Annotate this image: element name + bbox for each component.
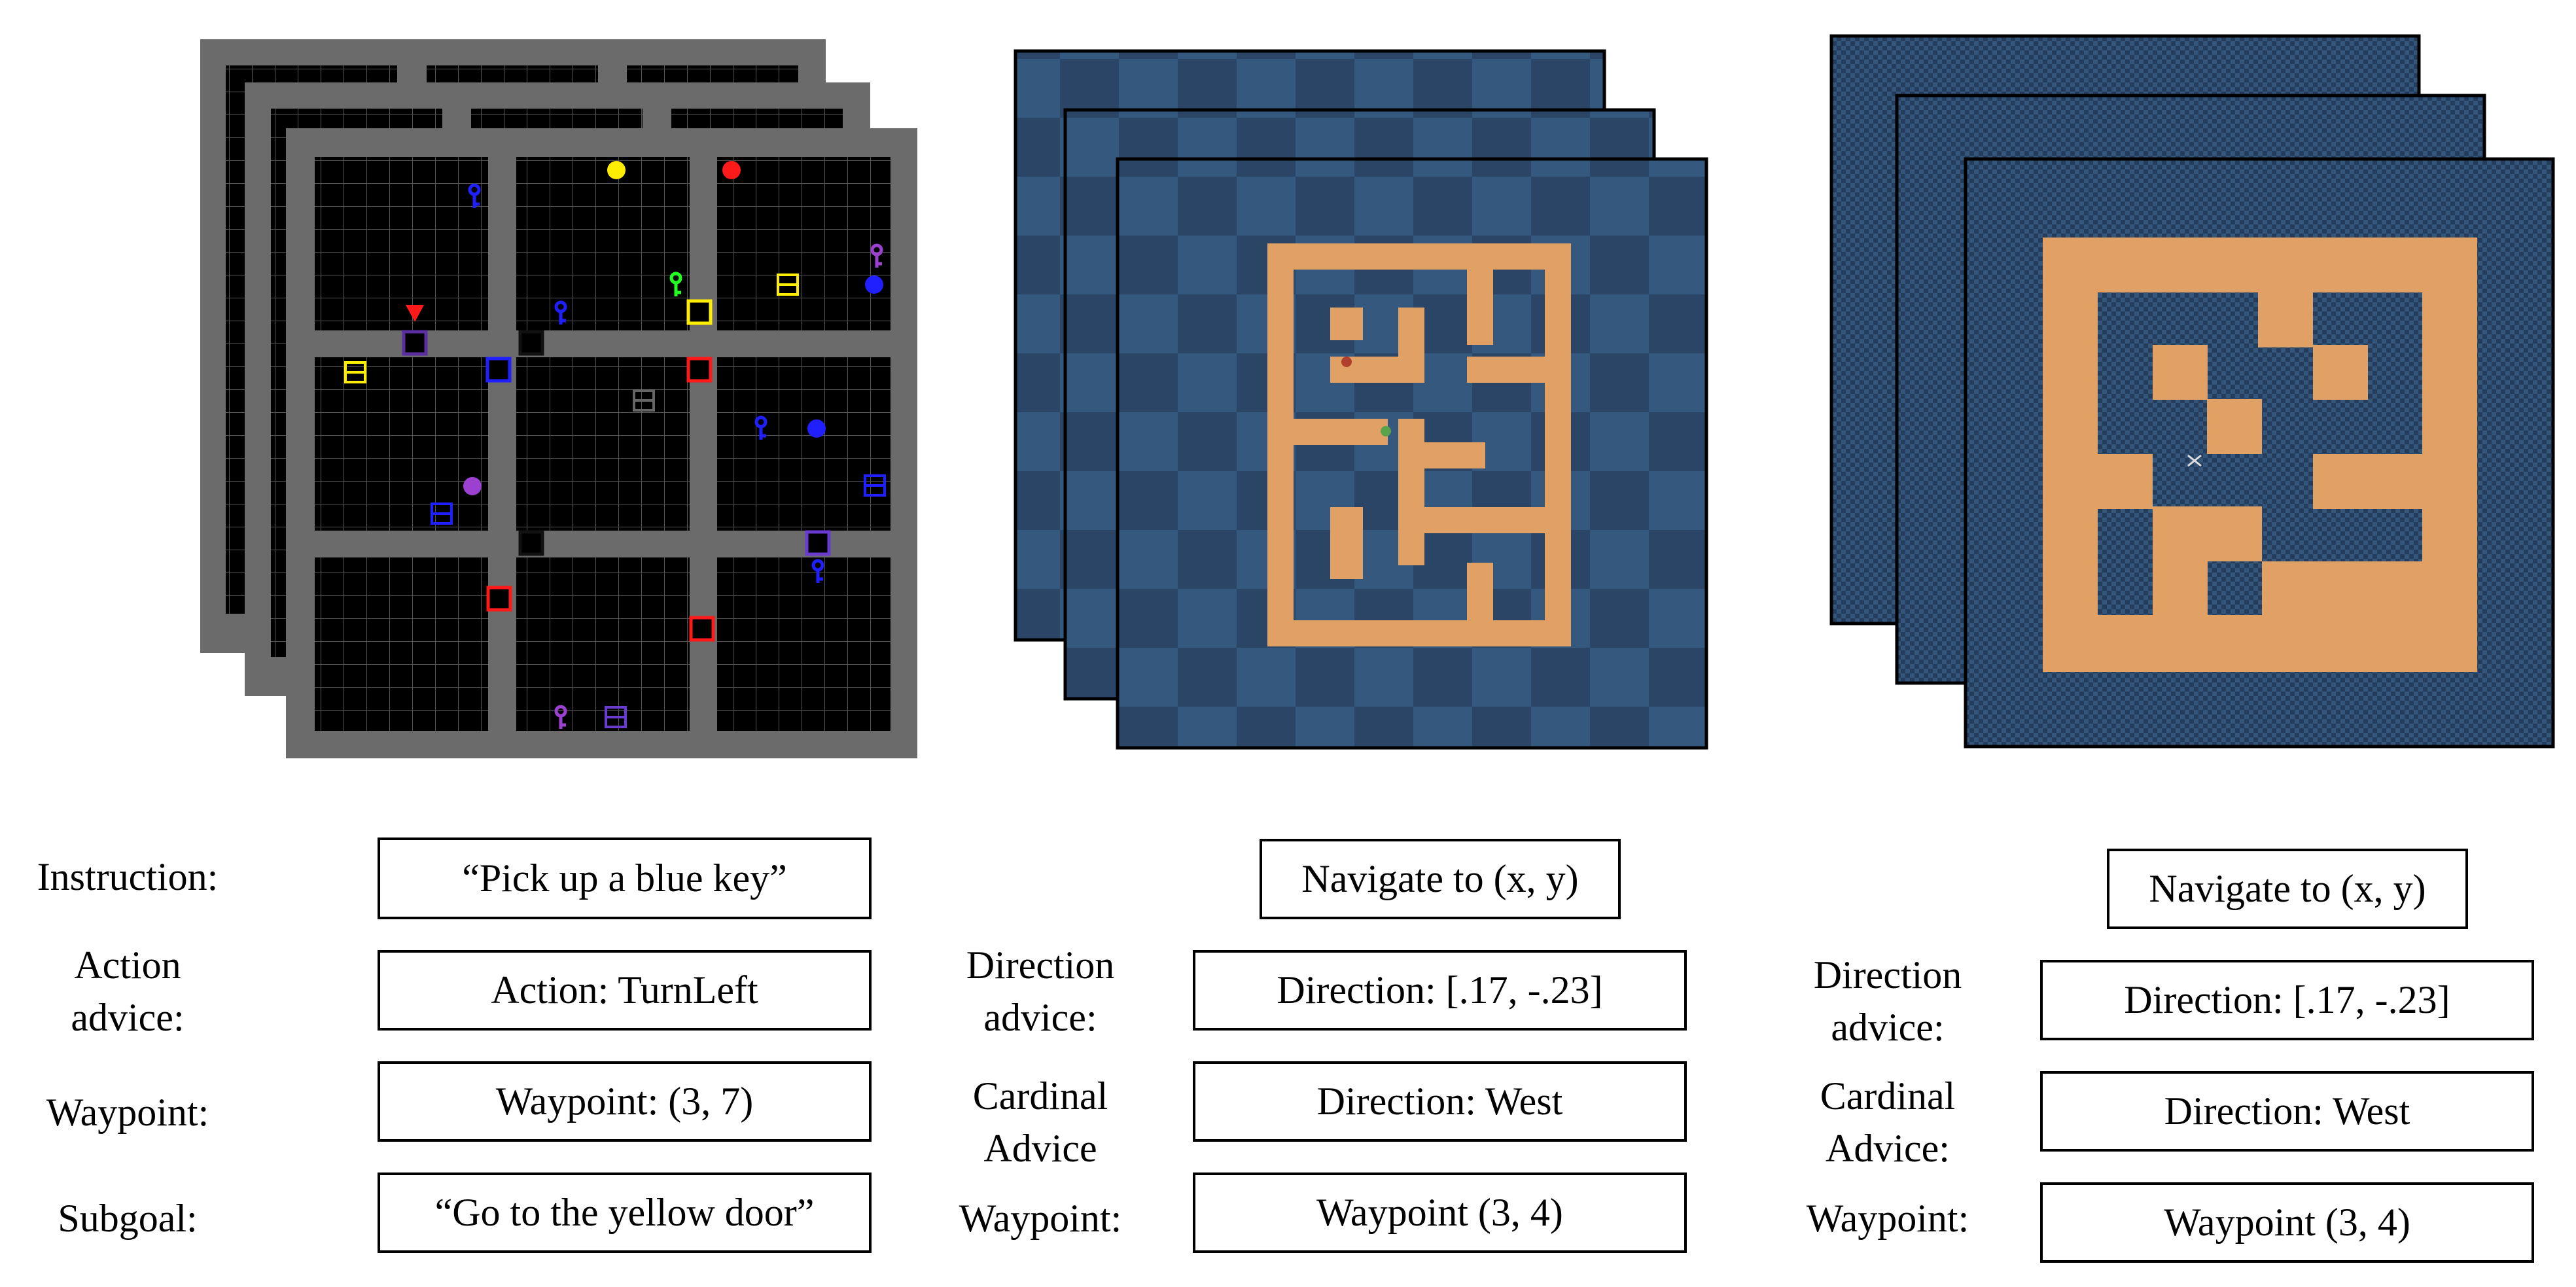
ball (865, 275, 883, 294)
subgoal-box: “Go to the yellow door” (378, 1172, 872, 1253)
instruction-box: Navigate to (x, y) (1260, 839, 1621, 919)
room (717, 557, 891, 731)
cardinal-advice-box: Direction: West (2040, 1071, 2534, 1152)
ant-icon (2187, 454, 2202, 467)
subgoal-label: Subgoal: (58, 1197, 198, 1240)
waypoint-label: Waypoint: (959, 1197, 1122, 1240)
action-advice-label: Action advice: (71, 943, 185, 1039)
ball (807, 419, 826, 438)
direction-advice-box: Direction: [.17, -.23] (2040, 960, 2534, 1040)
maze-walls (1267, 243, 1571, 646)
key (468, 183, 883, 729)
waypoint-box: Waypoint (3, 4) (2040, 1182, 2534, 1263)
gridworld-front-frame (286, 128, 917, 758)
direction-advice-box: Direction: [.17, -.23] (1193, 950, 1687, 1031)
antmaze-stack (1829, 34, 2555, 749)
room (516, 157, 690, 330)
waypoint-box: Waypoint: (3, 7) (378, 1061, 872, 1142)
gridworld-stack (200, 39, 917, 758)
room (717, 157, 891, 330)
room (516, 357, 690, 531)
environment-illustrations (200, 34, 2555, 758)
door (402, 299, 831, 642)
direction-advice-label: Direction advice: (1813, 953, 1962, 1049)
room (516, 557, 690, 731)
waypoint-label: Waypoint: (1806, 1197, 1969, 1240)
instruction-box: “Pick up a blue key” (378, 837, 872, 919)
room (315, 357, 488, 531)
instruction-box: Navigate to (x, y) (2107, 849, 2468, 929)
agent-dot (1341, 357, 1352, 367)
agent-icon (406, 305, 424, 322)
ball (722, 161, 741, 179)
ball (607, 161, 626, 179)
action-advice-box: Action: TurnLeft (378, 950, 872, 1031)
direction-advice-label: Direction advice: (966, 943, 1115, 1039)
ball (463, 477, 482, 495)
maze-walls (2043, 238, 2477, 672)
cardinal-advice-label: Cardinal Advice: (1820, 1074, 1956, 1170)
goal-dot (1381, 426, 1391, 436)
cardinal-advice-label: Cardinal Advice (972, 1074, 1108, 1170)
room (717, 357, 891, 531)
instruction-label: Instruction: (37, 855, 219, 898)
pointmaze-stack (1014, 49, 1708, 750)
box (344, 273, 886, 728)
waypoint-label: Waypoint: (46, 1091, 209, 1134)
cardinal-advice-box: Direction: West (1193, 1061, 1687, 1142)
room (315, 157, 488, 330)
waypoint-box: Waypoint (3, 4) (1193, 1172, 1687, 1253)
room (315, 557, 488, 731)
